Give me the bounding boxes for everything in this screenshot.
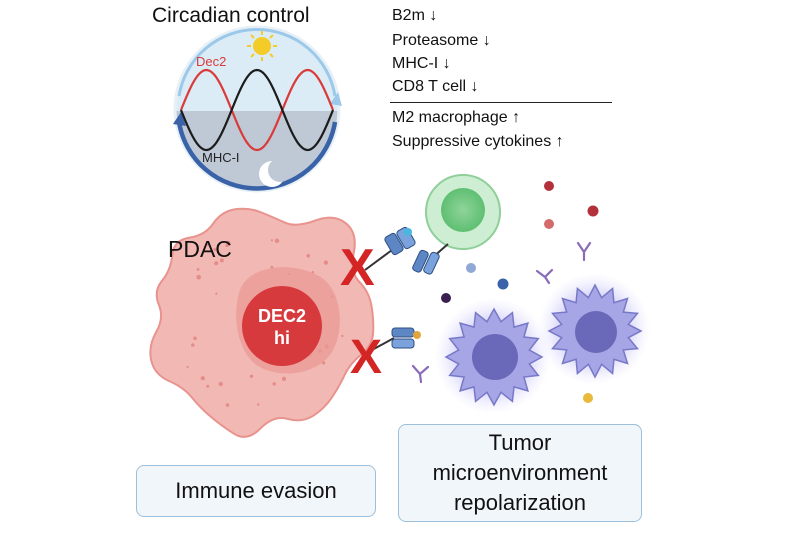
dec2-wave-label: Dec2 bbox=[196, 54, 226, 69]
cytoplasm-dot bbox=[341, 334, 344, 338]
cytoplasm-dot bbox=[272, 382, 276, 386]
pdac-label: PDAC bbox=[168, 236, 232, 262]
cytoplasm-dot bbox=[281, 376, 287, 381]
cytoplasm-dot bbox=[249, 374, 254, 378]
cytoplasm-dot bbox=[206, 384, 210, 388]
macrophage-1 bbox=[435, 298, 551, 414]
cytoplasm-dot bbox=[214, 261, 219, 266]
nucleus-label-hi: hi bbox=[274, 328, 290, 348]
cytoplasm-dot bbox=[225, 403, 230, 407]
dec2-wave bbox=[179, 68, 335, 152]
pdac-tumor-cell: DEC2 hi bbox=[149, 207, 375, 438]
cytoplasm-dot bbox=[323, 260, 328, 265]
effect-mhc-i: MHC-I ↓ bbox=[392, 55, 451, 72]
immune-evasion-box: Immune evasion bbox=[136, 465, 376, 517]
blocked-mark-lower: X bbox=[350, 331, 382, 384]
cytoplasm-dot bbox=[270, 265, 274, 269]
cytoplasm-dot bbox=[200, 376, 205, 381]
effect-b2m: B2m ↓ bbox=[392, 7, 438, 24]
receptor-complex-lower bbox=[371, 327, 421, 351]
dec2-nucleus-core bbox=[242, 286, 322, 366]
cytoplasm-dot bbox=[196, 274, 201, 280]
antibody-icon bbox=[411, 241, 592, 384]
cytoplasm-dot bbox=[207, 243, 211, 247]
cytoplasm-dot bbox=[257, 403, 260, 406]
effect-m2-macrophage: M2 macrophage ↑ bbox=[392, 109, 521, 126]
cytoplasm-dot bbox=[219, 258, 224, 263]
cytoplasm-dot bbox=[191, 343, 195, 347]
cytoplasm-dot bbox=[274, 238, 280, 243]
cd8-t-cell bbox=[412, 174, 501, 275]
moon-icon bbox=[259, 158, 292, 187]
tumor-microenvironment-box: Tumor microenvironment repolarization bbox=[398, 424, 642, 522]
cytoplasm-dot bbox=[306, 254, 311, 258]
blocked-mark-upper: X bbox=[340, 239, 375, 297]
cytoplasm-dot bbox=[225, 243, 229, 247]
cytoplasm-dot bbox=[193, 336, 197, 341]
effect-suppressive-cytokines: Suppressive cytokines ↑ bbox=[392, 133, 564, 150]
mhc-wave-label: MHC-I bbox=[202, 150, 240, 165]
diagram-title: Circadian control bbox=[152, 4, 310, 27]
ring-arrow-left bbox=[173, 112, 186, 126]
nucleus-label-dec2: DEC2 bbox=[258, 306, 306, 326]
night-arc bbox=[176, 121, 338, 191]
tumor-box-line-2: microenvironment bbox=[432, 460, 608, 485]
cytoplasm-dot bbox=[215, 292, 218, 295]
receptor-complex-upper bbox=[364, 226, 416, 271]
clock-rim bbox=[173, 25, 341, 193]
mhc-wave bbox=[179, 68, 335, 152]
cytoplasm-dot bbox=[186, 365, 189, 368]
cytoplasm-dot bbox=[196, 268, 200, 271]
cytoplasm-dot bbox=[322, 361, 326, 365]
ring-arrow-right bbox=[330, 92, 342, 106]
effect-cd8-t-cell: CD8 T cell ↓ bbox=[392, 78, 479, 95]
day-arc bbox=[177, 28, 337, 97]
tumor-box-line-3: repolarization bbox=[453, 490, 587, 515]
circadian-clock: Dec2 MHC-I bbox=[173, 25, 342, 193]
cytoplasm-dot bbox=[270, 239, 273, 242]
macrophage-2 bbox=[538, 273, 650, 385]
cytoplasm-dot bbox=[213, 248, 217, 251]
cytokine-particles bbox=[441, 181, 599, 403]
effects-divider bbox=[390, 102, 612, 103]
tumor-box-line-1: Tumor bbox=[488, 430, 552, 455]
sun-icon bbox=[247, 31, 277, 61]
cytoplasm-dot bbox=[218, 381, 223, 387]
effect-proteasome: Proteasome ↓ bbox=[392, 32, 491, 49]
